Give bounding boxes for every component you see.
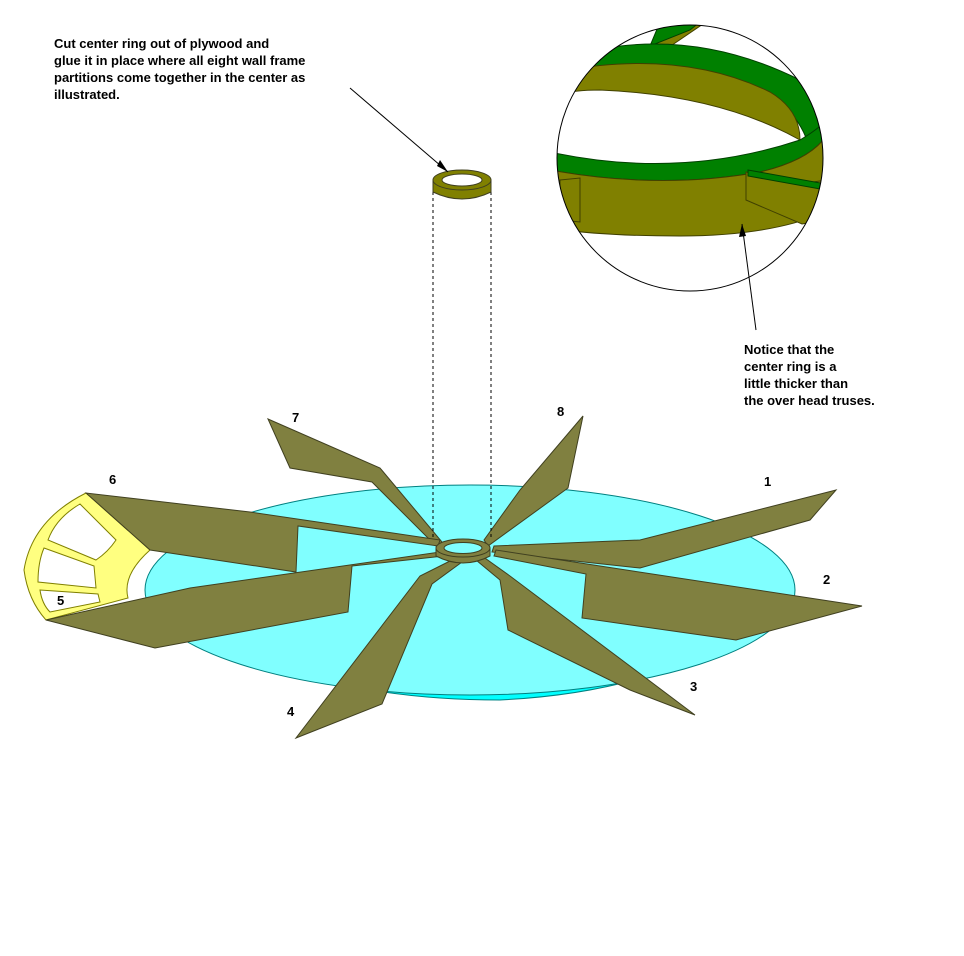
partition-number-labels: 1 2 3 4 5 6 7 8 — [57, 404, 830, 719]
ring-instruction-text: Cut center ring out of plywood and glue … — [54, 36, 306, 102]
partition-label-7: 7 — [292, 410, 299, 425]
open-wall-window-middle — [37, 547, 97, 589]
partition-label-5: 5 — [57, 593, 64, 608]
partition-label-6: 6 — [109, 472, 116, 487]
floor-disc-top — [144, 484, 796, 696]
partition-label-1: 1 — [764, 474, 771, 489]
wall-partitions — [45, 415, 863, 740]
partition-label-2: 2 — [823, 572, 830, 587]
partition-label-4: 4 — [287, 704, 295, 719]
floating-ring-hole — [441, 173, 483, 187]
magnified-detail — [556, 24, 824, 292]
detail-circle-outline — [556, 24, 824, 292]
open-wall-window-lower — [39, 589, 101, 613]
wall-partition-3 — [475, 555, 696, 716]
thickness-note-text: Notice that the center ring is a little … — [744, 342, 875, 408]
wall-partition-1 — [491, 489, 838, 569]
partition-label-8: 8 — [557, 404, 564, 419]
center-ring-assembled — [435, 538, 491, 564]
center-ring-hole — [443, 542, 483, 554]
wall-partition-6 — [84, 492, 441, 573]
open-wall-window-upper — [47, 503, 117, 561]
floating-center-ring — [432, 169, 492, 540]
wall-partition-2 — [493, 549, 863, 641]
instruction-pointer — [349, 87, 449, 173]
detail-truss-stub — [747, 169, 823, 191]
detail-ring-side-face — [557, 134, 823, 237]
thickness-pointer — [739, 223, 757, 331]
floor-disc — [144, 484, 796, 701]
wall-partition-5 — [45, 551, 446, 649]
open-wall-frame-5-6 — [23, 492, 151, 621]
partition-label-3: 3 — [690, 679, 697, 694]
